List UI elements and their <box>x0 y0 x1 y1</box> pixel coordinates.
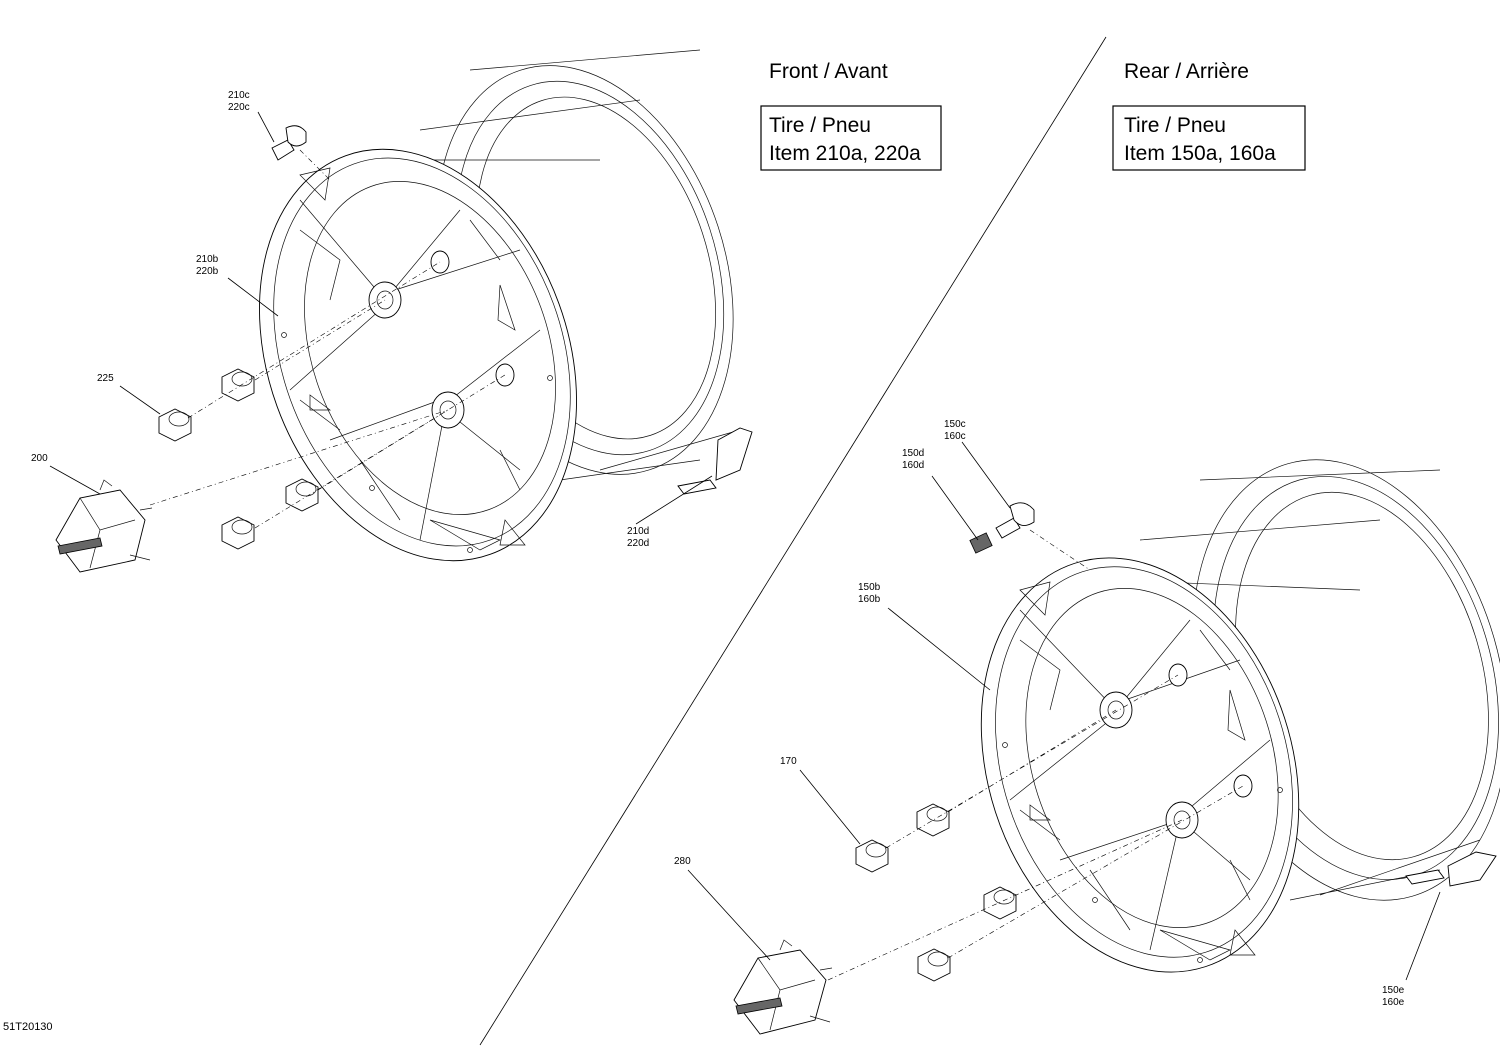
front-balance-weight <box>677 427 753 495</box>
rear-wheel-rim <box>980 459 1500 973</box>
drawing-number: 51T20130 <box>3 1021 53 1033</box>
rear-valve-stem <box>995 502 1035 539</box>
svg-text:220c: 220c <box>228 102 250 113</box>
front-title: Front / Avant <box>769 60 888 83</box>
rear-valve-core <box>969 532 993 554</box>
section-divider <box>479 36 1107 1046</box>
svg-text:Item 210a, 220a: Item 210a, 220a <box>769 142 921 165</box>
front-center-cap <box>55 479 153 573</box>
callout-labels: 210c 220c 210b 220b 225 200 210d 220d 15… <box>31 90 1405 1008</box>
front-tire-box: Tire / Pneu Item 210a, 220a <box>760 105 942 171</box>
svg-text:160b: 160b <box>858 594 881 605</box>
front-valve-stem <box>271 125 307 161</box>
rear-balance-weight <box>1405 851 1497 887</box>
rear-center-cap <box>733 939 833 1035</box>
svg-text:150b: 150b <box>858 582 881 593</box>
svg-text:150d: 150d <box>902 448 924 459</box>
svg-text:220d: 220d <box>627 538 649 549</box>
rear-tire-box: Tire / Pneu Item 150a, 160a <box>1112 105 1306 171</box>
svg-text:210c: 210c <box>228 90 250 101</box>
svg-text:Tire / Pneu: Tire / Pneu <box>1124 114 1226 137</box>
svg-text:160e: 160e <box>1382 997 1405 1008</box>
front-wheel-rim <box>259 49 741 562</box>
rear-title: Rear / Arrière <box>1124 60 1249 83</box>
rear-lug-nuts <box>855 803 1017 982</box>
svg-text:Tire / Pneu: Tire / Pneu <box>769 114 871 137</box>
svg-text:Item 150a, 160a: Item 150a, 160a <box>1124 142 1276 165</box>
svg-text:200: 200 <box>31 453 48 464</box>
svg-text:210b: 210b <box>196 254 219 265</box>
svg-text:160c: 160c <box>944 431 966 442</box>
svg-text:280: 280 <box>674 856 691 867</box>
svg-text:150c: 150c <box>944 419 966 430</box>
svg-text:225: 225 <box>97 373 114 384</box>
svg-text:150e: 150e <box>1382 985 1405 996</box>
svg-text:160d: 160d <box>902 460 924 471</box>
svg-text:170: 170 <box>780 756 797 767</box>
front-lug-nuts <box>158 368 319 550</box>
svg-text:210d: 210d <box>627 526 649 537</box>
svg-text:220b: 220b <box>196 266 219 277</box>
